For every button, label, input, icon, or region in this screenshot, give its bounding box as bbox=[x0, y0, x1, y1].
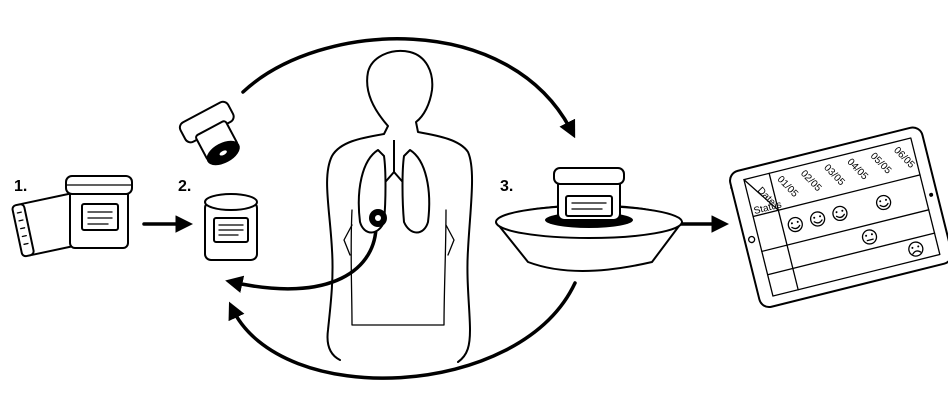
cycle-arrow-top bbox=[243, 39, 572, 132]
step-label-1: 1. bbox=[14, 178, 27, 195]
step-label-3: 3. bbox=[500, 178, 513, 195]
lungs-icon bbox=[359, 140, 429, 233]
step-label-2: 2. bbox=[178, 178, 191, 195]
patient-silhouette bbox=[327, 51, 472, 362]
collector-lid-icon bbox=[178, 100, 252, 174]
tablet-results-display: Date Status 01/05 02/05 03/05 04/05 05/0… bbox=[728, 125, 948, 309]
sample-container-icon bbox=[205, 194, 257, 260]
cycle-arrow-bottom bbox=[232, 283, 575, 378]
analyzer-device-icon bbox=[496, 168, 682, 271]
specimen-containers-icon bbox=[12, 176, 132, 257]
